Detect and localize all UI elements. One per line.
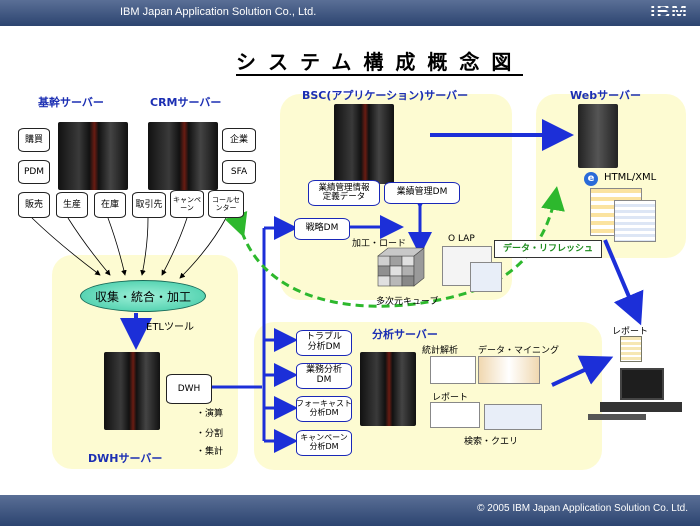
web-report-page-2 <box>614 200 656 242</box>
client-report-label: レポート <box>612 327 649 337</box>
copyright: © 2005 IBM Japan Application Solution Co… <box>477 503 688 514</box>
core-server-label: 基幹サーバー <box>38 96 104 109</box>
web-server-tower <box>578 104 618 168</box>
dwh-op-split: ・分割 <box>196 429 224 439</box>
search-query-label: 検索・クエリ <box>464 437 519 447</box>
crm-server-rack <box>148 122 218 190</box>
analysis-server-rack <box>360 352 416 426</box>
dwh-op-calc: ・演算 <box>196 409 224 419</box>
stats-label: 統計解析 <box>422 346 459 356</box>
collect-integrate-process: 収集・統合・加工 <box>80 280 206 312</box>
company-name: IBM Japan Application Solution Co., Ltd. <box>120 6 317 18</box>
analysis-report-chart <box>430 402 480 428</box>
header-bar: IBM Japan Application Solution Co., Ltd.… <box>0 0 700 26</box>
web-server-label: Webサーバー <box>570 89 641 102</box>
core-db-pdm: PDM <box>18 160 50 184</box>
query-screen <box>484 404 542 430</box>
cube-label: 多次元キューブ <box>376 297 439 307</box>
client-keyboard <box>588 414 646 420</box>
mining-label: データ・マイニング <box>478 346 560 356</box>
core-db-inventory: 在庫 <box>94 192 126 218</box>
analysis-report-label: レポート <box>432 393 469 403</box>
bsc-definition-data: 業績管理情報 定義データ <box>308 180 380 206</box>
process-load-label: 加工・ロード <box>352 239 407 249</box>
bsc-performance-dm: 業績管理DM <box>384 182 460 204</box>
ie-icon: e <box>584 172 598 186</box>
analysis-server-label: 分析サーバー <box>372 328 438 341</box>
dwh-server-rack <box>104 352 160 430</box>
client-pc-icon <box>620 368 664 400</box>
core-server-rack <box>58 122 128 190</box>
business-analysis-dm: 業務分析 DM <box>296 363 352 389</box>
mining-chart <box>478 356 540 384</box>
data-refresh-label: データ・リフレッシュ <box>494 240 602 258</box>
core-db-production: 生産 <box>56 192 88 218</box>
stats-chart <box>430 356 476 384</box>
html-xml-label: HTML/XML <box>604 172 657 183</box>
page-title: システム構成概念図 <box>236 50 524 76</box>
crm-db-callcenter: コールセンター <box>208 190 244 218</box>
dwh-op-aggregate: ・集計 <box>196 447 224 457</box>
strategy-dm: 戦略DM <box>294 218 350 240</box>
client-pc-base <box>600 402 682 412</box>
campaign-analysis-dm: キャンペーン 分析DM <box>296 430 352 456</box>
report-document-icon <box>620 336 642 362</box>
bsc-server-label: BSC(アプリケーション)サーバー <box>302 89 469 102</box>
bsc-server-rack <box>334 104 394 184</box>
forecast-analysis-dm: フォーキャスト 分析DM <box>296 396 352 422</box>
dwh-db: DWH <box>166 374 212 404</box>
crm-db-campaign: キャンペーン <box>170 190 204 218</box>
crm-db-company: 企業 <box>222 128 256 152</box>
crm-server-label: CRMサーバー <box>150 96 222 109</box>
crm-db-customers: 取引先 <box>132 192 166 218</box>
olap-screenshot-2 <box>470 262 502 292</box>
etl-tool-label: ETLツール <box>146 322 194 333</box>
ibm-logo: IBM <box>650 2 688 23</box>
core-db-purchasing: 購買 <box>18 128 50 152</box>
olap-label: O LAP <box>448 234 475 244</box>
dwh-server-label: DWHサーバー <box>88 452 163 465</box>
trouble-analysis-dm: トラブル 分析DM <box>296 330 352 356</box>
footer-bar: © 2005 IBM Japan Application Solution Co… <box>0 495 700 526</box>
crm-db-sfa: SFA <box>222 160 256 184</box>
core-db-sales: 販売 <box>18 192 50 218</box>
